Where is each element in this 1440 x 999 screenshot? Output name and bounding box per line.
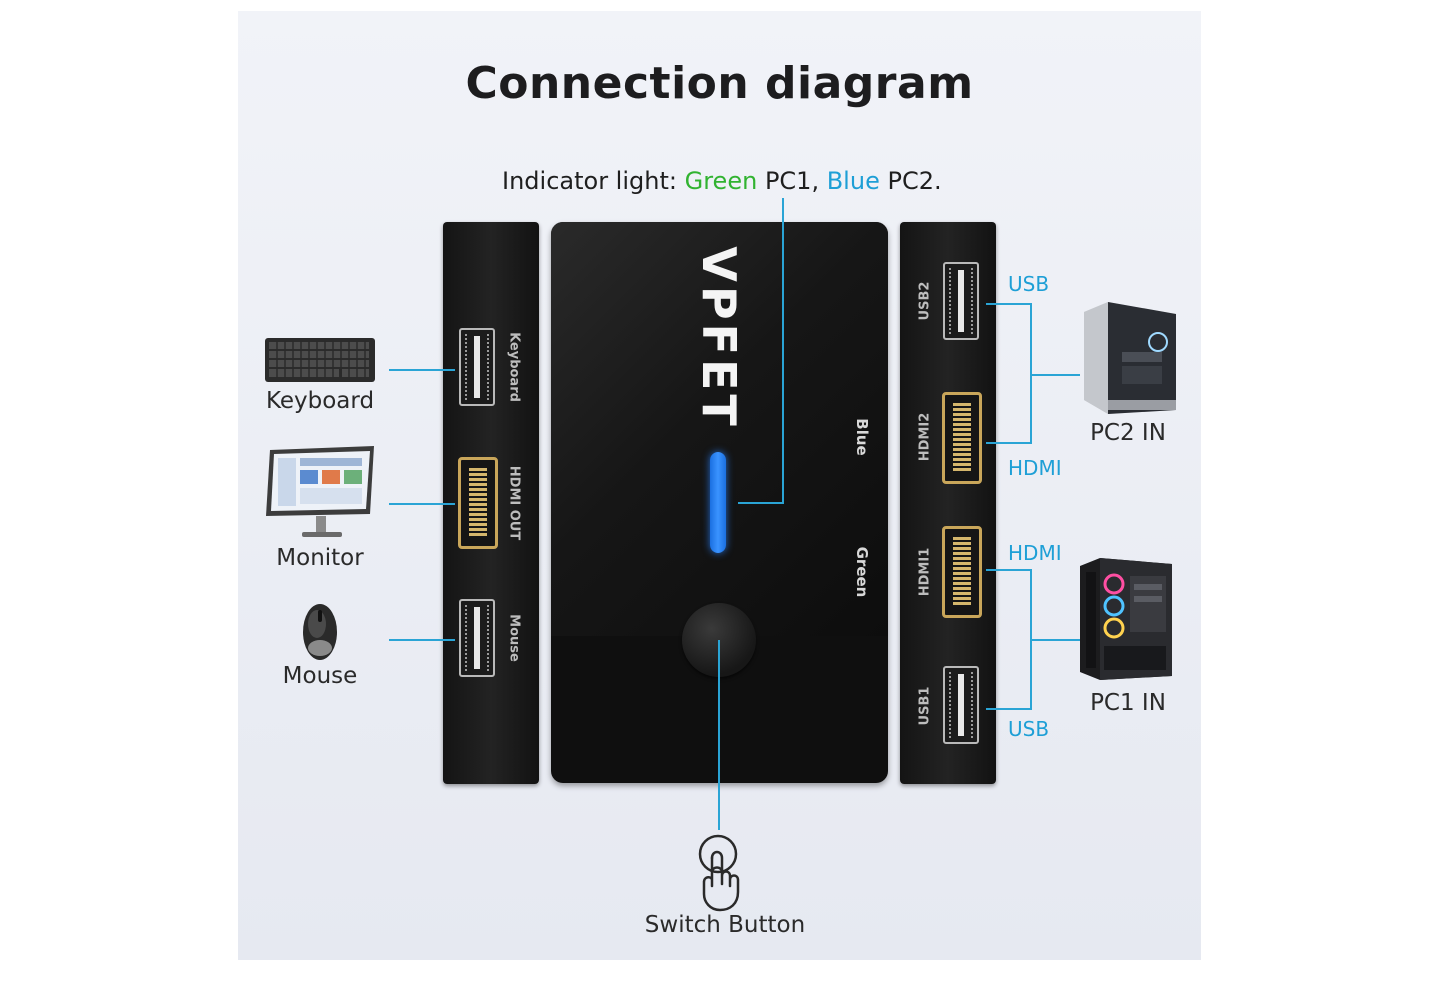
usb-top-label: USB xyxy=(1008,272,1050,296)
usb1-port xyxy=(943,666,979,744)
indicator-blue-word: Blue xyxy=(826,167,880,195)
monitor-icon xyxy=(266,446,374,537)
indicator-prefix: Indicator light: xyxy=(502,167,677,195)
pc1-tower-icon xyxy=(1080,558,1172,680)
port-label-mouse: Mouse xyxy=(506,614,522,662)
port-label-hdmi1: HDMI1 xyxy=(917,547,933,597)
keyboard-icon xyxy=(265,338,375,382)
pc2-label: PC2 IN xyxy=(1090,420,1166,446)
pc2-tower-icon xyxy=(1084,302,1176,414)
indicator-caption: Indicator light: Green PC1, Blue PC2. xyxy=(502,167,942,195)
mouse-connector-line xyxy=(389,639,455,641)
monitor-connector-line xyxy=(389,503,455,505)
mouse-label: Mouse xyxy=(282,663,358,689)
indicator-green-word: Green xyxy=(684,167,758,195)
brand-logo: VPFET xyxy=(692,246,746,430)
port-label-usb2: USB2 xyxy=(917,281,933,321)
port-label-keyboard: Keyboard xyxy=(506,332,522,402)
usb1-connector-line xyxy=(986,708,1032,710)
hdmi-top-label: HDMI xyxy=(1008,456,1062,480)
hdmi-bottom-label: HDMI xyxy=(1008,541,1062,565)
kvm-switch-top xyxy=(551,222,888,636)
led-callout-vertical xyxy=(782,198,784,504)
indicator-blue-target: PC2. xyxy=(887,167,942,195)
switch-button-label: Switch Button xyxy=(644,912,806,938)
led-label-green: Green xyxy=(853,546,871,598)
indicator-led xyxy=(710,452,726,553)
hdmi-out-port xyxy=(458,457,498,549)
hdmi2-connector-line xyxy=(986,442,1032,444)
usb2-connector-line xyxy=(986,303,1032,305)
hdmi1-port xyxy=(942,526,982,618)
button-callout-line xyxy=(718,640,720,830)
pc1-label: PC1 IN xyxy=(1090,690,1166,716)
hdmi1-connector-line xyxy=(986,569,1032,571)
keyboard-connector-line xyxy=(389,369,455,371)
keyboard-usb-port xyxy=(459,328,495,406)
keyboard-label: Keyboard xyxy=(265,388,375,414)
indicator-green-target: PC1, xyxy=(764,167,820,195)
port-label-hdmi2: HDMI2 xyxy=(917,412,933,462)
mouse-usb-port xyxy=(459,599,495,677)
hdmi2-port xyxy=(942,392,982,484)
pc2-connector-line xyxy=(1030,374,1080,376)
pc2-bracket-line xyxy=(1030,303,1032,444)
port-label-usb1: USB1 xyxy=(917,686,933,726)
port-label-hdmi-out: HDMI OUT xyxy=(506,465,522,541)
monitor-label: Monitor xyxy=(276,545,364,571)
led-label-blue: Blue xyxy=(853,418,871,456)
led-callout-horizontal xyxy=(738,502,784,504)
mouse-icon xyxy=(303,604,337,660)
pc1-connector-line xyxy=(1030,639,1080,641)
diagram-title: Connection diagram xyxy=(465,58,974,109)
usb2-port xyxy=(943,262,979,340)
usb-bottom-label: USB xyxy=(1008,717,1050,741)
finger-press-icon xyxy=(698,834,740,912)
